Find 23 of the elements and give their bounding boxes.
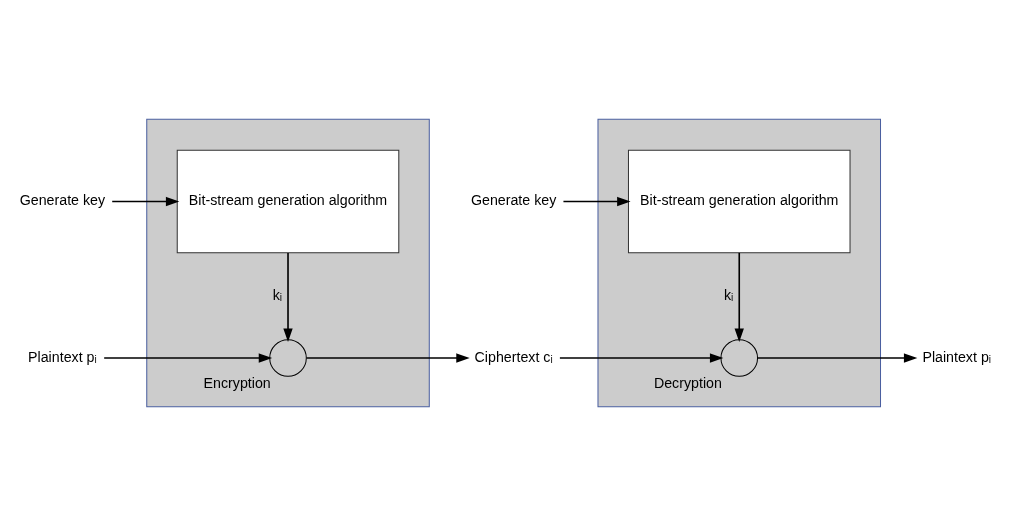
cluster (146, 118, 430, 407)
node-text: Plaintext pᵢ (28, 348, 97, 365)
node-box: Bit-stream generation algorithm (627, 149, 851, 253)
node-text: Ciphertext cᵢ (474, 348, 553, 365)
node-circle (720, 338, 759, 377)
cluster (597, 118, 881, 407)
node-label: Decryption (653, 374, 722, 391)
node-box: Bit-stream generation algorithm (176, 149, 400, 253)
edge-label: kᵢ (272, 286, 283, 303)
arrow (111, 196, 180, 206)
node-circle (269, 338, 307, 377)
arrow (283, 251, 293, 342)
arrow (562, 196, 631, 206)
node-label: Encryption (203, 374, 271, 391)
node-text: Generate key (19, 191, 106, 208)
node-text: Generate key (470, 191, 557, 208)
arrow (757, 352, 918, 363)
arrow (559, 352, 724, 363)
arrow (305, 352, 470, 363)
arrow (734, 251, 744, 342)
arrow (103, 352, 273, 363)
edge-label: kᵢ (723, 286, 734, 303)
node-text: Plaintext pᵢ (922, 348, 992, 365)
